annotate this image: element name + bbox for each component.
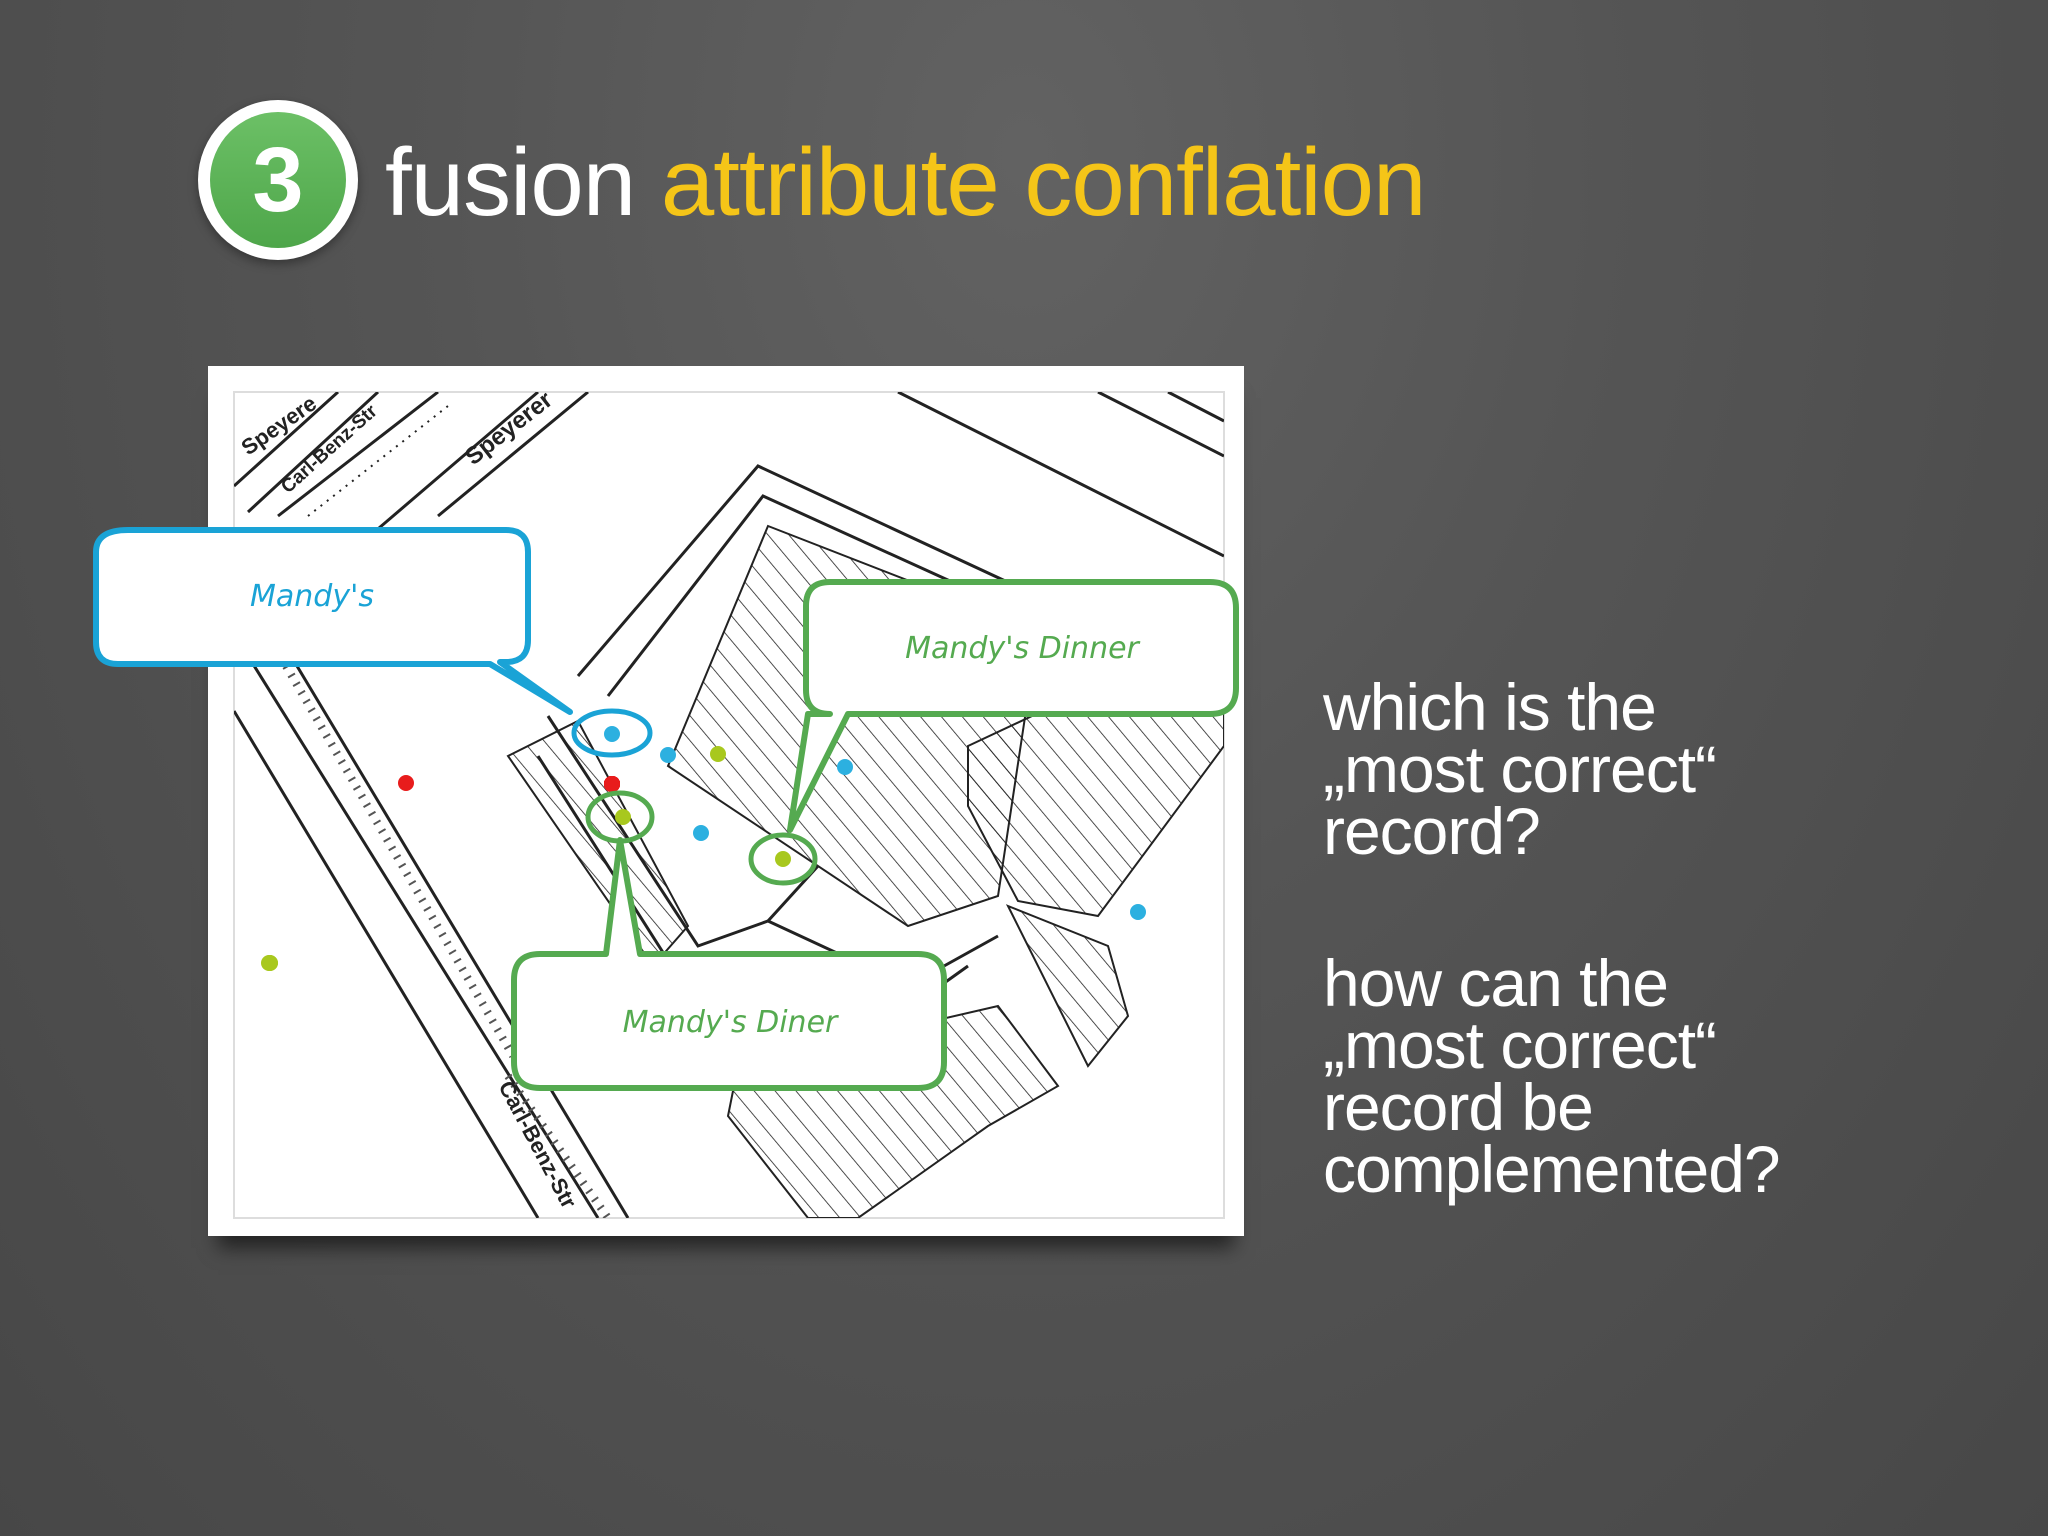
street-line	[437, 392, 589, 518]
step-number: 3	[210, 112, 346, 248]
highlight-ring-blue	[571, 708, 653, 758]
title-accent: attribute conflation	[660, 129, 1426, 236]
record-point-green	[775, 851, 791, 867]
street-line	[286, 650, 630, 1218]
record-point-blue	[660, 747, 676, 763]
map-points	[604, 776, 620, 792]
street-line	[897, 392, 1224, 558]
building	[506, 719, 690, 968]
street-line	[246, 655, 600, 1218]
title-plain: fusion	[385, 129, 636, 236]
question-line: „most correct“	[1323, 1008, 1717, 1082]
rail-track	[307, 405, 449, 517]
record-point-blue	[604, 726, 620, 742]
street-line	[234, 392, 340, 488]
question-complement-record: how can the „most correct“ record be com…	[1323, 946, 1963, 1206]
highlight-ring-green	[748, 832, 818, 886]
street-line	[1097, 392, 1224, 458]
street-line	[277, 392, 439, 518]
callout-mandys-dinner	[787, 579, 1239, 833]
question-line: which is the	[1323, 670, 1657, 744]
record-point-blue	[693, 825, 709, 841]
record-point-red	[398, 775, 414, 791]
question-line: record?	[1323, 794, 1541, 868]
street-line	[234, 710, 540, 1218]
question-most-correct-record: which is the „most correct“ record?	[1323, 670, 1963, 868]
record-point-green	[710, 746, 726, 762]
question-line: how can the	[1323, 946, 1669, 1020]
step-number-badge: 3	[198, 100, 358, 260]
callout-mandys-diner-label: Mandy's Diner	[623, 1005, 839, 1040]
callout-mandys-diner	[511, 837, 947, 1091]
question-line: „most correct“	[1323, 732, 1717, 806]
callout-mandys-label: Mandy's	[250, 579, 374, 614]
callout-mandys	[93, 527, 573, 715]
street-line	[1167, 392, 1224, 423]
street-line	[357, 392, 539, 548]
building	[1005, 904, 1130, 1068]
callout-mandys-dinner-label: Mandy's Dinner	[905, 631, 1140, 666]
record-point-blue	[1130, 904, 1146, 920]
record-point-green	[615, 809, 631, 825]
question-line: record be	[1323, 1070, 1594, 1144]
street-line	[246, 392, 380, 514]
question-line: complemented?	[1323, 1132, 1781, 1206]
record-point-green	[261, 955, 277, 971]
record-point-blue	[837, 759, 853, 775]
slide-title: fusion attribute conflation	[385, 128, 1426, 238]
